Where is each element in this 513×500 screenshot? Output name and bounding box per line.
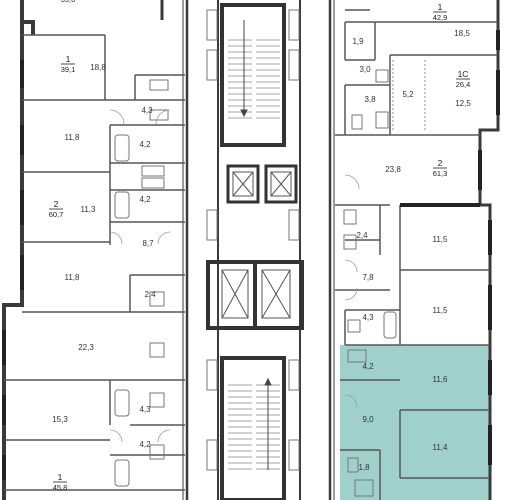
room-area-label: 18,8 bbox=[90, 63, 106, 72]
room-area-label: 4,3 bbox=[139, 405, 151, 414]
apartment-rooms-count: 1С bbox=[458, 69, 469, 79]
room-area-label: 11,3 bbox=[81, 205, 97, 214]
room-area-label: 3,0 bbox=[359, 65, 371, 74]
room-area-label: 8,7 bbox=[142, 239, 154, 248]
building-core bbox=[206, 0, 304, 500]
room-area-label: 4,2 bbox=[139, 195, 151, 204]
room-area-label: 11,4 bbox=[433, 443, 449, 452]
left-wing-windows bbox=[2, 60, 24, 480]
apartment-total-area: 61,3 bbox=[433, 169, 448, 178]
room-area-label: 3,8 bbox=[364, 95, 376, 104]
room-area-label: 4,2 bbox=[139, 140, 151, 149]
room-area-label: 1,9 bbox=[352, 37, 364, 46]
room-area-label: 1,8 bbox=[358, 463, 370, 472]
core-side-boxes bbox=[206, 9, 300, 471]
room-area-label: 4,2 bbox=[139, 440, 151, 449]
right-wing-partitions bbox=[335, 9, 498, 500]
apartment-total-area: 26,4 bbox=[456, 80, 471, 89]
room-area-label: 4,3 bbox=[362, 313, 374, 322]
room-area-label: 4,3 bbox=[141, 106, 153, 115]
area-labels: 18,84,311,84,24,211,38,711,82,422,315,34… bbox=[49, 0, 472, 492]
room-area-label: 22,3 bbox=[78, 343, 94, 352]
room-area-label: 11,6 bbox=[433, 375, 449, 384]
room-area-label: 11,8 bbox=[65, 133, 81, 142]
apartment-total-area: 39,1 bbox=[61, 65, 76, 74]
room-area-label: 7,8 bbox=[362, 273, 374, 282]
room-area-label: 11,5 bbox=[433, 306, 449, 315]
room-area-label: 23,8 bbox=[385, 165, 401, 174]
room-area-label: 5,2 bbox=[402, 90, 414, 99]
room-area-label: 4,2 bbox=[362, 362, 374, 371]
room-area-label: 18,5 bbox=[454, 29, 470, 38]
apartment-rooms-count: 1 bbox=[58, 472, 63, 482]
stair-treads bbox=[228, 39, 280, 470]
room-area-label: 9,0 bbox=[362, 415, 374, 424]
apartment-total-area: 42,9 bbox=[433, 13, 448, 22]
room-area-label: 11,8 bbox=[65, 273, 81, 282]
right-wing-windows bbox=[400, 30, 500, 465]
room-area-label: 11,5 bbox=[433, 235, 449, 244]
door-swings bbox=[109, 109, 360, 443]
apartment-rooms-count: 1 bbox=[438, 2, 443, 12]
apartment-total-area: 39,0 bbox=[61, 0, 76, 4]
apartment-rooms-count: 1 bbox=[66, 54, 71, 64]
apartment-rooms-count: 2 bbox=[54, 199, 59, 209]
apartment-total-area: 60,7 bbox=[49, 210, 64, 219]
room-area-label: 2,4 bbox=[144, 290, 156, 299]
left-wing-partitions bbox=[4, 34, 185, 491]
room-area-label: 12,5 bbox=[455, 99, 471, 108]
room-area-label: 15,3 bbox=[52, 415, 68, 424]
right-bath-fixtures bbox=[343, 69, 397, 497]
elevator-shafts bbox=[221, 171, 292, 319]
apartment-rooms-count: 2 bbox=[438, 158, 443, 168]
highlighted-apartment[interactable] bbox=[340, 345, 490, 500]
apartment-total-area: 45,8 bbox=[53, 483, 68, 492]
left-bath-fixtures bbox=[114, 79, 169, 487]
room-area-label: 2,4 bbox=[356, 231, 368, 240]
stair-arrows bbox=[240, 20, 272, 470]
